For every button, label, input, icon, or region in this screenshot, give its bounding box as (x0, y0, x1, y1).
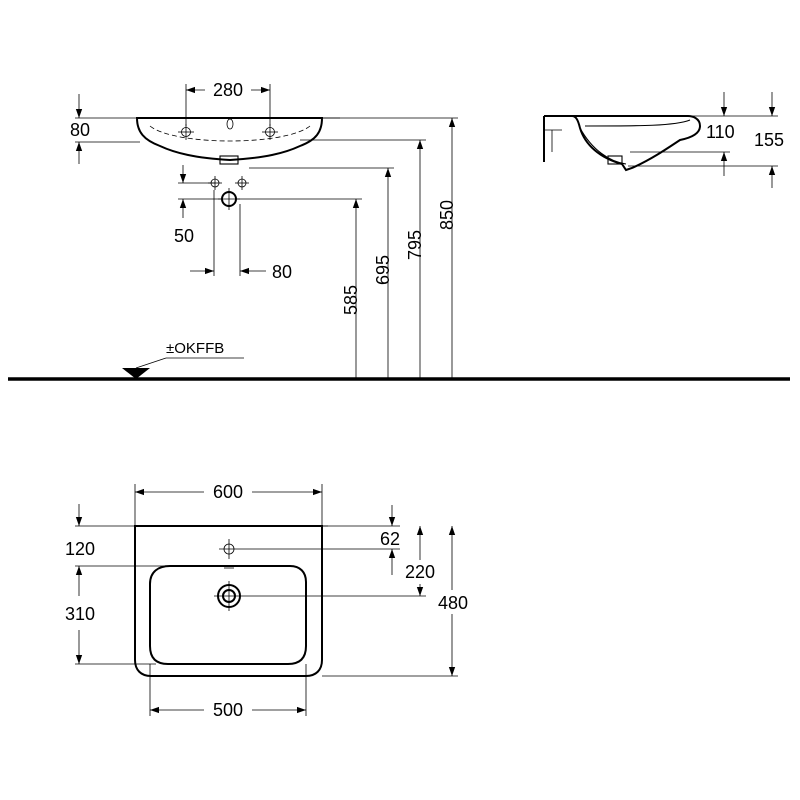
floor-level-marker (122, 368, 150, 379)
dim-depth-outer: 155 (754, 130, 784, 150)
dim-width: 600 (213, 482, 243, 502)
dim-bowl-depth: 310 (65, 604, 95, 624)
dim-depth-inner: 110 (706, 122, 735, 142)
dim-bowl-width: 500 (213, 700, 243, 720)
dim-total-depth: 480 (438, 593, 468, 613)
dim-h-top: 850 (437, 200, 457, 230)
front-overflow-hole (226, 118, 234, 130)
front-drain-spigot (219, 155, 239, 165)
dim-h-waste: 585 (341, 285, 361, 315)
dim-drain-to-edge: 220 (405, 562, 435, 582)
front-basin-outline (135, 117, 324, 162)
dim-waste-spacing: 80 (272, 262, 292, 282)
side-drain-spigot (607, 155, 623, 165)
top-view: 600 500 120 310 62 220 480 (65, 482, 468, 720)
dim-tap-to-edge: 62 (380, 529, 400, 549)
floor-label: ±OKFFB (166, 340, 224, 357)
side-basin-outline (544, 115, 702, 172)
dim-h-rim-bottom: 795 (405, 230, 425, 260)
dim-rim-height: 80 (70, 120, 90, 140)
top-bowl-outline (149, 565, 307, 665)
front-bowl-hidden (149, 125, 311, 142)
dim-outlet-offset: 50 (174, 226, 194, 246)
dim-h-inlet: 695 (373, 255, 393, 285)
dim-tap-offset: 120 (65, 539, 95, 559)
side-view: 110 155 (543, 92, 784, 188)
front-view: 280 80 50 80 585 695 795 850 (70, 80, 458, 379)
dim-tap-spacing: 280 (213, 80, 243, 100)
